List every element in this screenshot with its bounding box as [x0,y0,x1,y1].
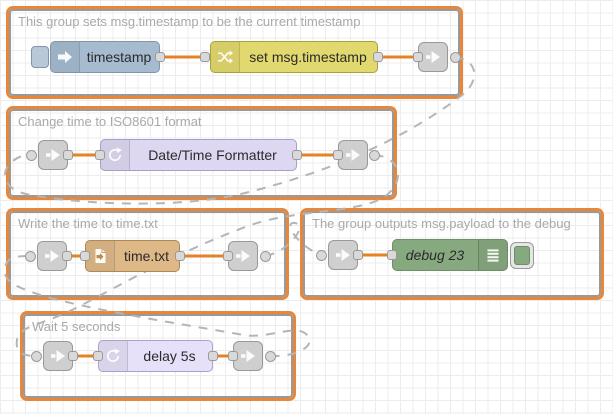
node-label: set msg.timestamp [249,49,367,65]
input-port[interactable] [333,150,343,160]
link-in-node[interactable] [38,140,68,170]
link-arrow-icon [346,149,360,161]
node-label: timestamp [86,49,152,65]
group-label: The group outputs msg.payload to the deb… [312,216,571,231]
datetime-formatter-node[interactable]: Date/Time Formatter [100,139,297,171]
group-label: Wait 5 seconds [32,319,121,334]
link-out-node[interactable] [233,341,263,371]
debug-toggle-button[interactable] [510,242,534,269]
input-port[interactable] [93,351,103,361]
link-arrow-icon [236,250,250,262]
input-port[interactable] [387,250,397,260]
input-port[interactable] [223,251,233,261]
link-port[interactable] [265,350,276,362]
output-port[interactable] [373,52,383,62]
debug-toggle-state [514,246,530,265]
change-node[interactable]: set msg.timestamp [210,41,378,73]
link-in-node[interactable] [328,240,358,270]
output-port[interactable] [68,351,78,361]
link-arrow-icon [45,250,59,262]
output-port[interactable] [292,150,302,160]
link-wire-timestamp-to-iso[interactable] [4,56,476,205]
group-write-file[interactable]: Write the time to time.txt [9,211,286,297]
file-node[interactable]: time.txt [85,240,180,272]
link-out-node[interactable] [338,140,368,170]
node-label: delay 5s [143,348,196,364]
link-port[interactable] [25,250,36,262]
timer-icon [99,341,128,371]
link-arrow-icon [51,350,65,362]
output-port[interactable] [208,351,218,361]
timer-icon [101,140,130,170]
link-arrow-icon [426,51,440,63]
output-port[interactable] [175,251,185,261]
input-port[interactable] [228,351,238,361]
group-label: Write the time to time.txt [18,216,158,231]
inject-trigger-button[interactable] [31,46,49,68]
file-out-icon [86,241,115,271]
group-wait[interactable]: Wait 5 seconds [23,314,293,398]
inject-arrow-icon [51,42,80,72]
debug-node[interactable]: debug 23 [392,239,508,271]
input-port[interactable] [95,150,105,160]
link-arrow-icon [336,249,350,261]
link-port[interactable] [260,250,271,262]
group-debug-output[interactable]: The group outputs msg.payload to the deb… [303,211,601,297]
output-port[interactable] [155,52,165,62]
link-port[interactable] [449,51,461,63]
link-port[interactable] [31,350,42,362]
group-label: Change time to ISO8601 format [18,114,202,129]
link-arrow-icon [241,350,255,362]
shuffle-icon [211,42,240,72]
link-port[interactable] [316,249,327,261]
link-port[interactable] [26,149,37,161]
link-port[interactable] [369,149,380,161]
link-wire-wait-to-file[interactable] [3,255,311,358]
node-label: debug 23 [405,247,465,263]
input-port[interactable] [413,52,423,62]
inject-node[interactable]: timestamp [50,41,160,73]
output-port[interactable] [62,251,72,261]
link-out-node[interactable] [418,42,448,72]
group-iso8601[interactable]: Change time to ISO8601 format [9,109,394,197]
delay-node[interactable]: delay 5s [98,340,213,372]
link-wire-file-to-debug[interactable] [265,221,322,257]
group-label: This group sets msg.timestamp to be the … [18,14,361,29]
output-port[interactable] [353,250,363,260]
input-port[interactable] [200,52,210,62]
list-lines-icon [478,240,507,270]
link-out-node[interactable] [228,241,258,271]
input-port[interactable] [80,251,90,261]
node-label: Date/Time Formatter [148,147,277,163]
node-label: time.txt [123,248,170,264]
output-port[interactable] [63,150,73,160]
link-arrow-icon [46,149,60,161]
